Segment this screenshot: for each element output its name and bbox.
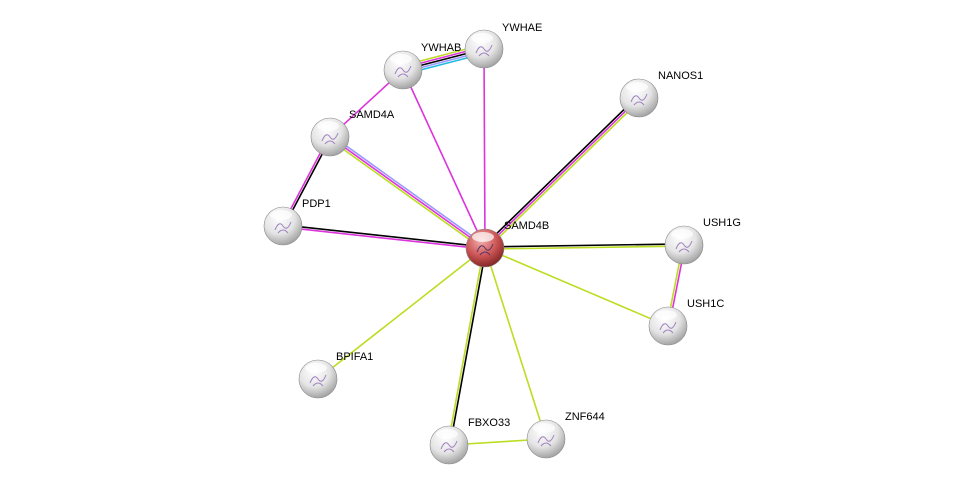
edge-samd4b-ush1g-textmining[interactable] bbox=[485, 245, 685, 250]
edge-samd4b-samd4a-textmining[interactable] bbox=[328, 138, 485, 251]
edge-samd4b-samd4a-experiments[interactable] bbox=[329, 136, 486, 249]
protein-structure-icon bbox=[537, 434, 555, 447]
node-label-ywhae: YWHAE bbox=[502, 22, 543, 34]
edge-samd4b-fbxo33-coexpression[interactable] bbox=[449, 248, 487, 446]
node-highlight bbox=[671, 229, 693, 239]
node-fbxo33[interactable] bbox=[429, 425, 469, 465]
node-samd4b[interactable] bbox=[465, 228, 505, 268]
edge-samd4b-ush1g-coexpression[interactable] bbox=[484, 243, 684, 248]
node-highlight bbox=[305, 363, 327, 373]
node-nanos1[interactable] bbox=[619, 78, 659, 118]
node-highlight bbox=[472, 232, 494, 242]
edge-samd4b-samd4a-homology[interactable] bbox=[330, 134, 487, 247]
node-ywhae[interactable] bbox=[464, 29, 504, 69]
protein-structure-icon bbox=[321, 132, 339, 145]
edge-samd4b-pdp1-experiments[interactable] bbox=[282, 226, 485, 250]
node-znf644[interactable] bbox=[526, 419, 566, 459]
node-bpifa1[interactable] bbox=[298, 359, 338, 399]
protein-structure-icon bbox=[630, 93, 648, 106]
edge-samd4b-fbxo33-textmining[interactable] bbox=[447, 247, 485, 445]
edge-samd4b-nanos1-experiments[interactable] bbox=[484, 97, 640, 249]
node-highlight bbox=[270, 210, 292, 220]
node-label-ush1c: USH1C bbox=[687, 298, 725, 310]
edge-samd4b-ush1c-textmining[interactable] bbox=[484, 247, 669, 327]
node-label-znf644: ZNF644 bbox=[565, 411, 605, 423]
node-highlight bbox=[655, 310, 677, 320]
node-label-nanos1: NANOS1 bbox=[658, 70, 704, 82]
edge-samd4b-ywhab-experiments[interactable] bbox=[402, 69, 486, 249]
edge-samd4b-pdp1-coexpression[interactable] bbox=[283, 224, 486, 248]
node-label-ush1g: USH1G bbox=[703, 217, 741, 229]
node-highlight bbox=[436, 429, 458, 439]
node-highlight bbox=[533, 423, 555, 433]
node-label-samd4a: SAMD4A bbox=[349, 109, 395, 121]
edge-samd4b-bpifa1-textmining[interactable] bbox=[317, 247, 486, 380]
node-pdp1[interactable] bbox=[263, 206, 303, 246]
node-label-pdp1: PDP1 bbox=[302, 198, 331, 210]
node-ywhab[interactable] bbox=[383, 50, 423, 90]
protein-structure-icon bbox=[274, 221, 292, 234]
edge-samd4b-ywhae-experiments[interactable] bbox=[483, 48, 486, 249]
node-ush1g[interactable] bbox=[664, 225, 704, 265]
node-samd4a[interactable] bbox=[310, 117, 350, 157]
node-highlight bbox=[390, 54, 412, 64]
node-label-ywhab: YWHAB bbox=[421, 42, 462, 54]
node-label-bpifa1: BPIFA1 bbox=[336, 351, 374, 363]
edge-samd4b-nanos1-coexpression[interactable] bbox=[482, 95, 639, 247]
node-highlight bbox=[471, 33, 493, 43]
node-label-samd4b: SAMD4B bbox=[504, 220, 550, 232]
node-highlight bbox=[626, 82, 648, 92]
edge-samd4b-znf644-textmining[interactable] bbox=[484, 247, 547, 440]
protein-structure-icon bbox=[394, 65, 412, 78]
protein-structure-icon bbox=[675, 240, 693, 253]
protein-structure-icon bbox=[440, 440, 458, 453]
node-ush1c[interactable] bbox=[648, 306, 688, 346]
node-label-fbxo33: FBXO33 bbox=[468, 417, 511, 429]
node-highlight bbox=[317, 121, 339, 131]
protein-structure-icon bbox=[659, 321, 677, 334]
edge-samd4b-nanos1-textmining[interactable] bbox=[485, 99, 642, 251]
protein-structure-icon bbox=[476, 243, 494, 256]
protein-structure-icon bbox=[309, 374, 327, 387]
protein-structure-icon bbox=[475, 44, 493, 57]
